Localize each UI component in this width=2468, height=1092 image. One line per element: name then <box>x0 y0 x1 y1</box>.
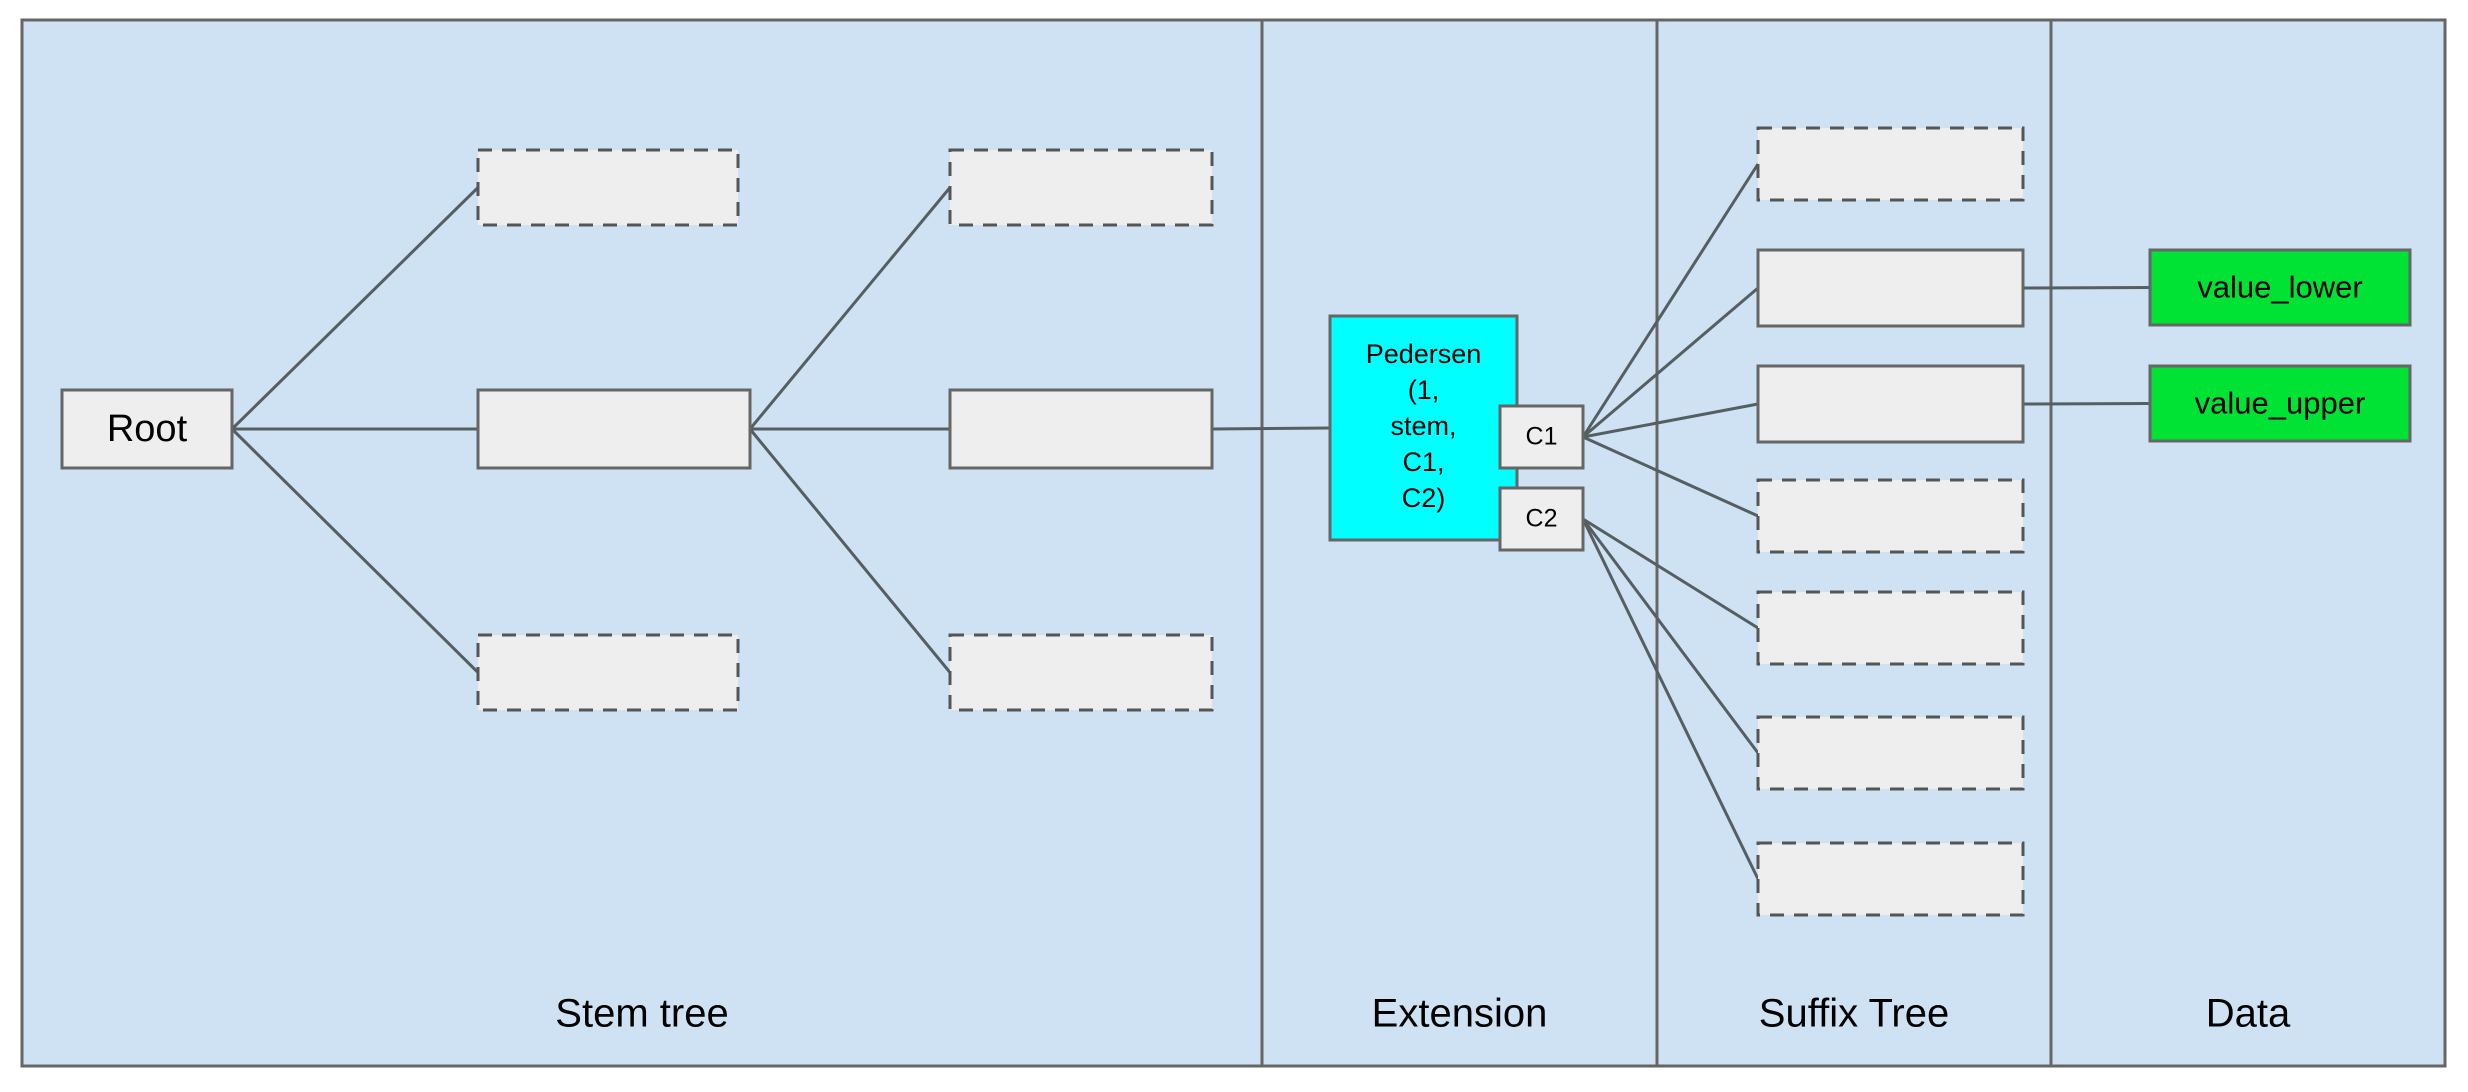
edge-c1-to-sfx-2 <box>1582 286 1759 439</box>
nodes-layer <box>60 126 2412 917</box>
suffix-node-sfx-6[interactable] <box>1756 715 2025 791</box>
panel-captions: Stem tree Extension Suffix Tree Data <box>555 992 2291 1036</box>
panel-label-suffix-tree: Suffix Tree <box>1759 992 1949 1036</box>
edge-c2-to-sfx-5 <box>1582 517 1759 630</box>
pedersen-label-line-1: (1, <box>1408 375 1440 405</box>
edge-stem-1-mid-to-stem-2-top <box>748 186 952 430</box>
panel-outer-frame <box>20 18 2447 1068</box>
stem-node-stem-1-top[interactable] <box>476 148 740 227</box>
suffix-node-sfx-3[interactable] <box>1756 364 2025 444</box>
chip-c2[interactable] <box>1498 486 1585 552</box>
edge-root-to-stem-1-bot <box>230 427 480 674</box>
edge-stem-1-mid-to-stem-2-bot <box>748 428 952 674</box>
panel-label-stem-tree: Stem tree <box>555 992 728 1036</box>
suffix-node-sfx-5[interactable] <box>1756 590 2025 666</box>
edges-layer <box>230 163 2151 880</box>
data-node-value-upper[interactable] <box>2148 364 2412 443</box>
edge-c2-to-sfx-6 <box>1581 518 1760 754</box>
chip-label-c1: C1 <box>1526 423 1558 451</box>
stem-node-stem-1-bot[interactable] <box>476 633 740 712</box>
chip-label-c2: C2 <box>1526 505 1558 533</box>
panel-label-data: Data <box>2206 992 2291 1036</box>
pedersen-label-line-0: Pedersen <box>1366 339 1482 369</box>
pedersen-node[interactable] <box>1328 314 1519 542</box>
pedersen-label-line-4: C2) <box>1402 483 1446 513</box>
edge-c1-to-sfx-1 <box>1581 163 1760 438</box>
data-node-label-value-lower: value_lower <box>2197 270 2362 305</box>
suffix-node-sfx-4[interactable] <box>1756 478 2025 554</box>
stem-node-stem-1-mid[interactable] <box>476 388 752 470</box>
stem-node-label-root: Root <box>107 408 188 450</box>
stem-node-stem-2-top[interactable] <box>948 148 1214 227</box>
edge-sfx-2-to-value-lower <box>2022 286 2151 290</box>
edge-root-to-stem-1-top <box>230 186 480 431</box>
stem-node-stem-2-bot[interactable] <box>948 633 1214 712</box>
suffix-node-sfx-7[interactable] <box>1756 841 2025 917</box>
edge-c1-to-sfx-4 <box>1582 435 1759 518</box>
edge-stem-to-pedersen <box>1211 426 1331 431</box>
stem-node-stem-2-mid[interactable] <box>948 388 1214 470</box>
chip-c1[interactable] <box>1498 404 1585 470</box>
stem-node-root[interactable] <box>60 388 234 470</box>
panel-label-extension: Extension <box>1372 992 1548 1036</box>
pedersen-label-line-2: stem, <box>1390 411 1456 441</box>
data-node-value-lower[interactable] <box>2148 248 2412 327</box>
edge-c1-to-sfx-3 <box>1582 402 1759 439</box>
suffix-node-sfx-1[interactable] <box>1756 126 2025 202</box>
suffix-node-sfx-2[interactable] <box>1756 248 2025 328</box>
panel-backgrounds <box>20 18 2447 1068</box>
data-node-label-value-upper: value_upper <box>2195 386 2366 421</box>
edge-sfx-3-to-value-upper <box>2022 402 2151 406</box>
pedersen-label-line-3: C1, <box>1402 447 1444 477</box>
edge-c2-to-sfx-7 <box>1581 518 1760 880</box>
